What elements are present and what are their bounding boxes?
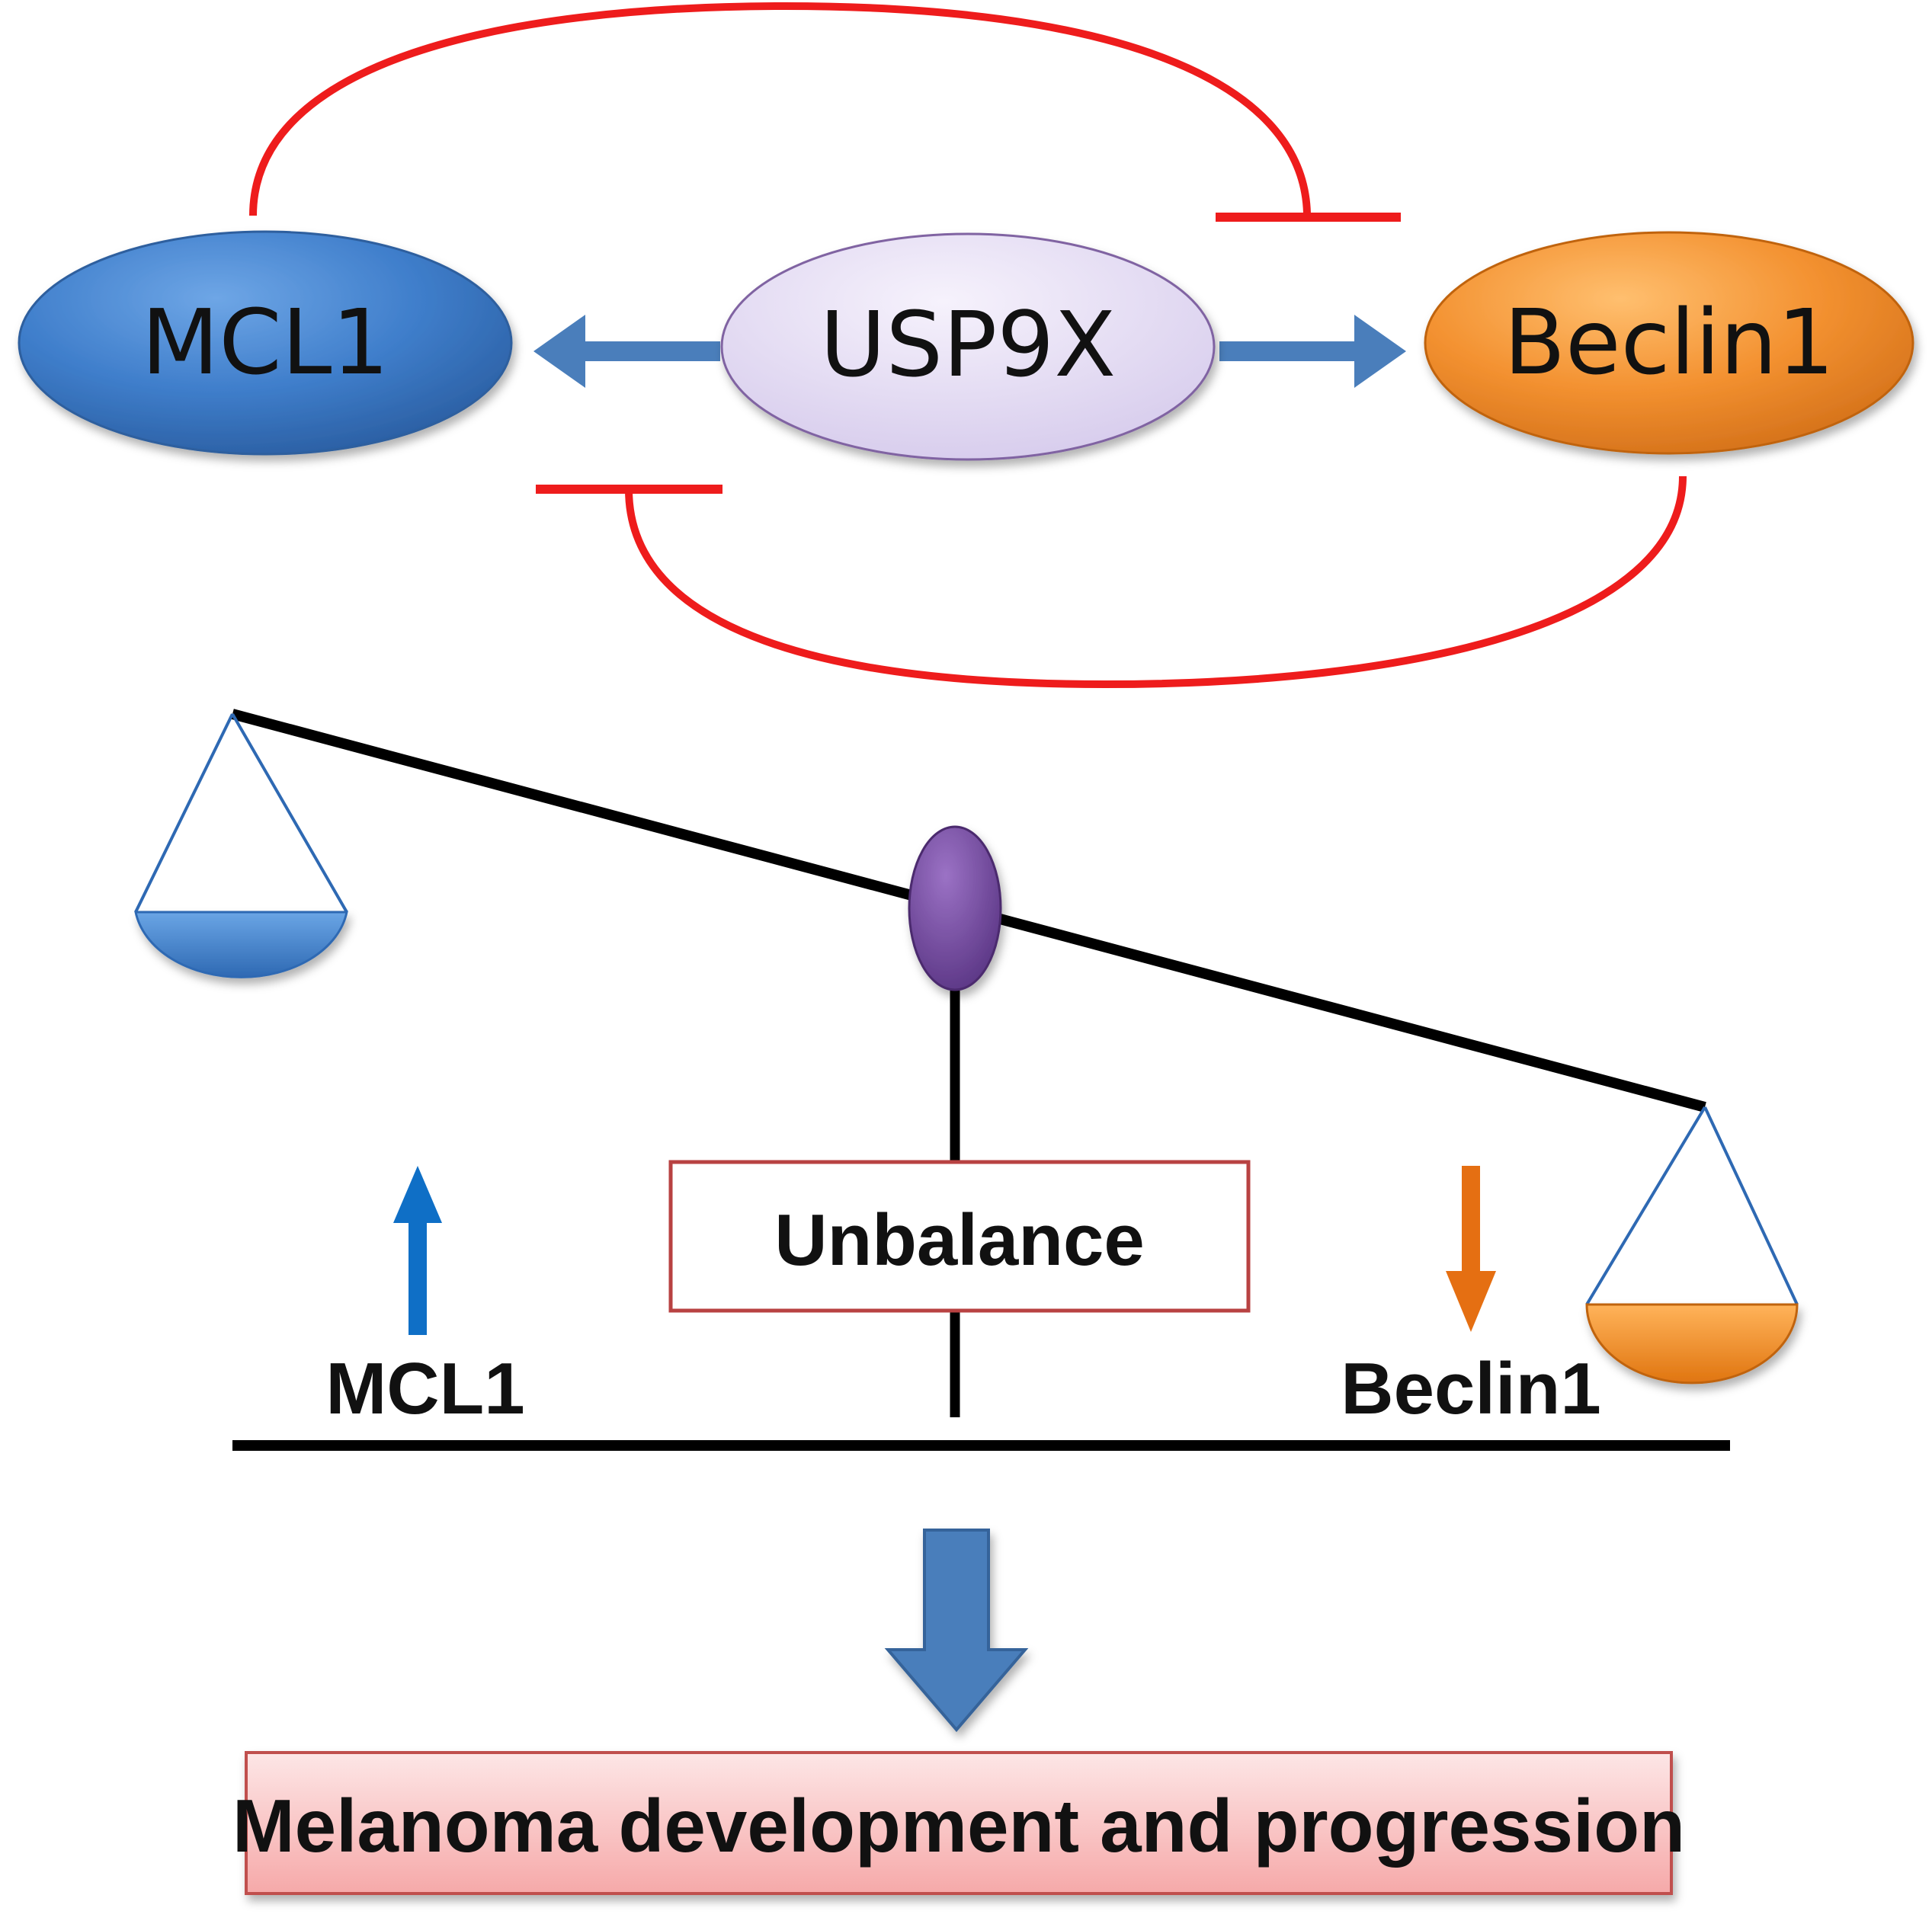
balance-scale [134, 709, 1799, 1451]
scale-pan-right [1585, 1106, 1799, 1385]
scale-right-label: Beclin1 [1341, 1348, 1600, 1429]
scale-left-label: MCL1 [325, 1348, 524, 1429]
edge-usp9x-to-beclin1 [1219, 315, 1406, 388]
node-usp9x [720, 232, 1216, 461]
outcome-box: Melanoma development and progression [232, 1751, 1685, 1895]
node-beclin1 [1424, 231, 1914, 455]
edge-beclin1-inhibits-mcl1 [536, 475, 1687, 689]
node-mcl1-label: MCL1 [141, 290, 389, 395]
outcome-arrow [884, 1529, 1029, 1733]
beclin1-down-arrow [1446, 1166, 1496, 1332]
unbalance-label: Unbalance [774, 1199, 1144, 1281]
mcl1-up-arrow [393, 1166, 442, 1335]
node-beclin1-label: Beclin1 [1504, 290, 1834, 395]
scale-fulcrum [908, 825, 1002, 991]
edge-usp9x-to-mcl1 [533, 315, 720, 388]
node-mcl1 [18, 230, 513, 456]
node-usp9x-label: USP9X [820, 292, 1116, 397]
unbalance-box: Unbalance [668, 1160, 1251, 1313]
scale-pan-left [134, 713, 348, 978]
outcome-label: Melanoma development and progression [232, 1784, 1685, 1868]
edge-mcl1-inhibits-beclin1 [249, 2, 1401, 222]
